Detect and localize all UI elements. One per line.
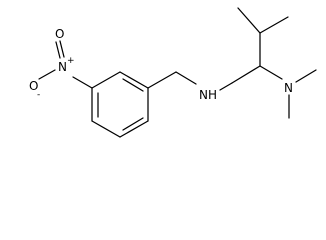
charge-minus: - (37, 90, 40, 100)
nitro-group: O N + O - (29, 27, 93, 100)
atom-n-nitro: N (58, 60, 67, 74)
atom-n-dimethyl: N (284, 81, 293, 95)
atom-o-top: O (55, 27, 64, 41)
ring-to-nitro-bond (72, 76, 93, 89)
dimethylamino-group: N (284, 69, 317, 119)
chemical-structure: O N + O - NH N (29, 7, 317, 138)
ch2-to-ch-bond (231, 65, 261, 84)
isopropyl-methyl-right (259, 16, 289, 34)
molecule-drawing: O N + O - NH N (29, 7, 317, 138)
charge-plus: + (67, 56, 75, 66)
alkyl-chain (219, 7, 289, 91)
ring-bond-3 (119, 120, 149, 138)
ring-double-bond-2 (122, 117, 144, 131)
atom-o-minus: O (29, 79, 38, 93)
benzyl-linker: NH (147, 71, 217, 102)
ring-bond-6 (91, 71, 121, 89)
ch-to-n-bond (259, 65, 283, 80)
ring-double-bond-3 (122, 78, 144, 92)
isopropyl-methyl-left (237, 7, 261, 34)
n-methyl-right (295, 69, 317, 83)
ring-bond-2 (91, 120, 121, 138)
nitro-double-bond-b (59, 40, 65, 58)
ring-to-ch2-bond (147, 71, 177, 89)
atom-nh: NH (199, 88, 217, 102)
nitro-double-bond-a (55, 41, 61, 59)
nitro-single-bond (38, 69, 56, 80)
nh-to-ch2-bond (219, 82, 233, 91)
ring-bond-5 (119, 71, 149, 89)
ch2-to-nh-bond (175, 71, 197, 85)
benzene-ring (91, 71, 149, 138)
